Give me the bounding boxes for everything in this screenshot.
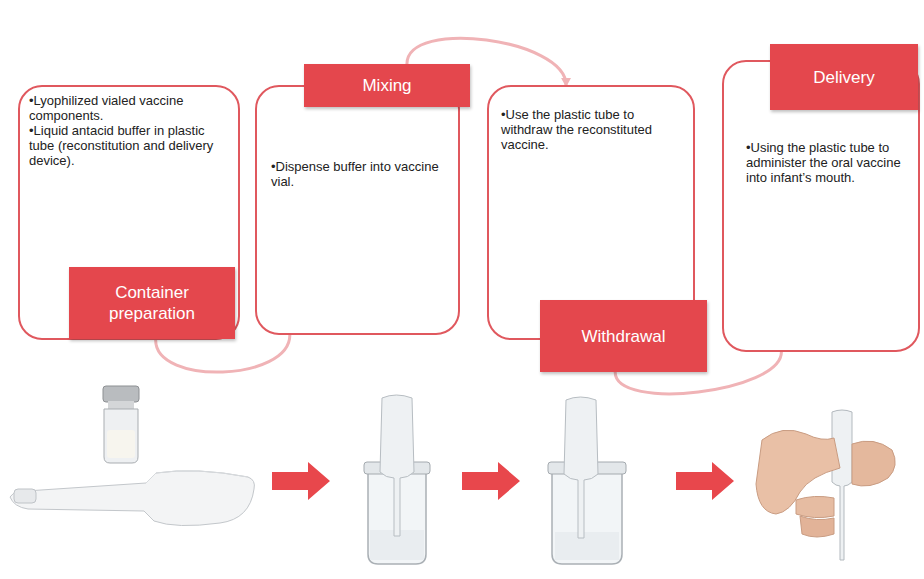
- process-box: •Using the plastic tube to administer th…: [722, 60, 920, 352]
- step-header: Withdrawal: [540, 300, 707, 372]
- process-box: •Lyophilized vialed vaccine components.•…: [18, 85, 240, 340]
- step-header: Mixing: [304, 64, 470, 107]
- bullet-list: •Using the plastic tube to administer th…: [746, 140, 906, 185]
- process-box: •Dispense buffer into vaccine vial.Mixin…: [255, 85, 460, 335]
- withdrawal-photo: [548, 397, 626, 564]
- bullet-text: •Using the plastic tube to administer th…: [746, 140, 906, 185]
- bullet-text: •Use the plastic tube to withdraw the re…: [501, 107, 681, 152]
- step-header: Container preparation: [69, 267, 235, 339]
- step-title: Withdrawal: [581, 326, 665, 347]
- delivery-photo: [756, 410, 895, 560]
- step-title: Container preparation: [77, 282, 227, 324]
- step-arrows: [272, 462, 734, 500]
- bullet-list: •Dispense buffer into vaccine vial.: [271, 159, 451, 189]
- mixing-photo: [364, 395, 430, 564]
- flow-arc: [156, 335, 290, 372]
- bullet-text: •Dispense buffer into vaccine vial.: [271, 159, 451, 189]
- bullet-list: •Lyophilized vialed vaccine components.•…: [29, 93, 225, 168]
- vial-and-tube-photo: [10, 386, 254, 526]
- step-title: Delivery: [813, 67, 874, 88]
- step-title: Mixing: [362, 75, 411, 96]
- bullet-text: •Liquid antacid buffer in plastic tube (…: [29, 123, 225, 168]
- bullet-list: •Use the plastic tube to withdraw the re…: [501, 107, 681, 152]
- bullet-text: •Lyophilized vialed vaccine components.: [29, 93, 225, 123]
- step-header: Delivery: [770, 44, 918, 110]
- process-box: •Use the plastic tube to withdraw the re…: [487, 85, 695, 340]
